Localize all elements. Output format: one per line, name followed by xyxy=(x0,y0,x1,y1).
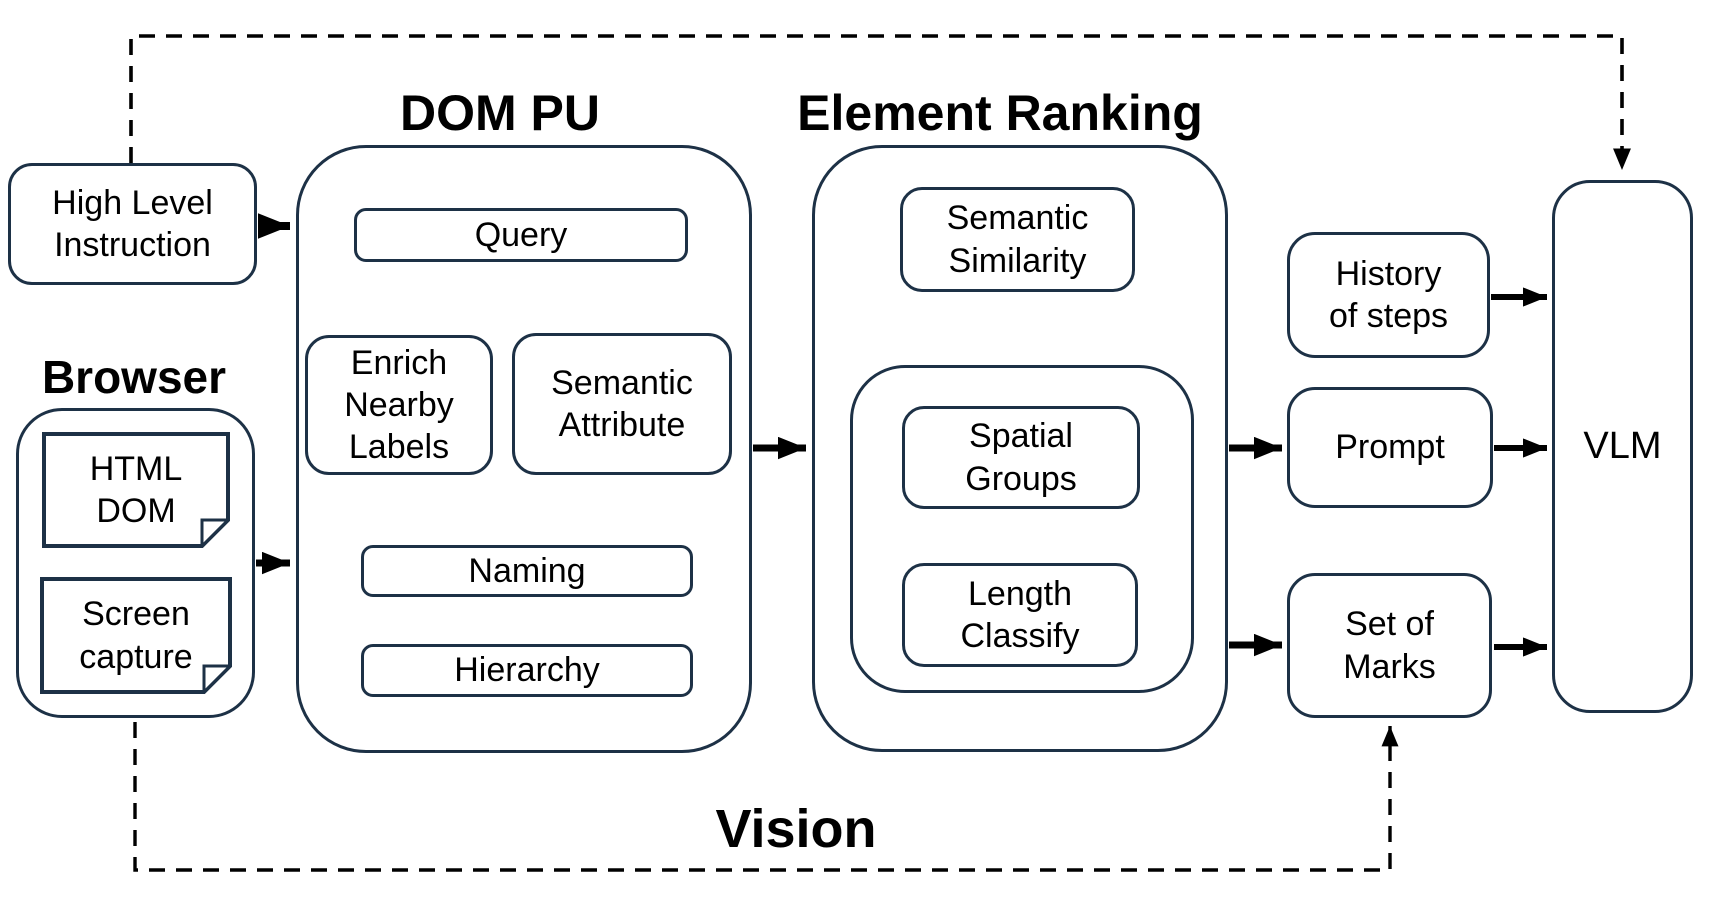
html-dom-label: HTML DOM xyxy=(89,449,183,530)
semantic-similarity-node: Semantic Similarity xyxy=(900,187,1135,292)
length-classify-node: Length Classify xyxy=(902,563,1138,667)
semantic-attribute-node: Semantic Attribute xyxy=(512,333,732,475)
vision-title: Vision xyxy=(715,799,877,859)
history-of-steps-node: History of steps xyxy=(1287,232,1490,358)
spatial-groups-node: Spatial Groups xyxy=(902,406,1140,509)
document-shape xyxy=(42,432,230,548)
high-level-instruction-node: High Level Instruction xyxy=(8,163,257,285)
html-dom-node: HTML DOM xyxy=(42,432,230,548)
screen-capture-node: Screen capture xyxy=(40,577,232,694)
element-ranking-title: Element Ranking xyxy=(797,85,1203,141)
screen-capture-label: Screen capture xyxy=(79,595,193,676)
naming-node: Naming xyxy=(361,545,693,597)
vlm-node: VLM xyxy=(1552,180,1693,713)
browser-title: Browser xyxy=(41,351,227,403)
hierarchy-node: Hierarchy xyxy=(361,644,693,697)
enrich-nearby-labels-node: Enrich Nearby Labels xyxy=(305,335,493,475)
prompt-node: Prompt xyxy=(1287,387,1493,508)
document-shape xyxy=(40,577,232,694)
query-node: Query xyxy=(354,208,688,262)
dom-pu-title: DOM PU xyxy=(400,85,600,141)
set-of-marks-node: Set of Marks xyxy=(1287,573,1492,718)
